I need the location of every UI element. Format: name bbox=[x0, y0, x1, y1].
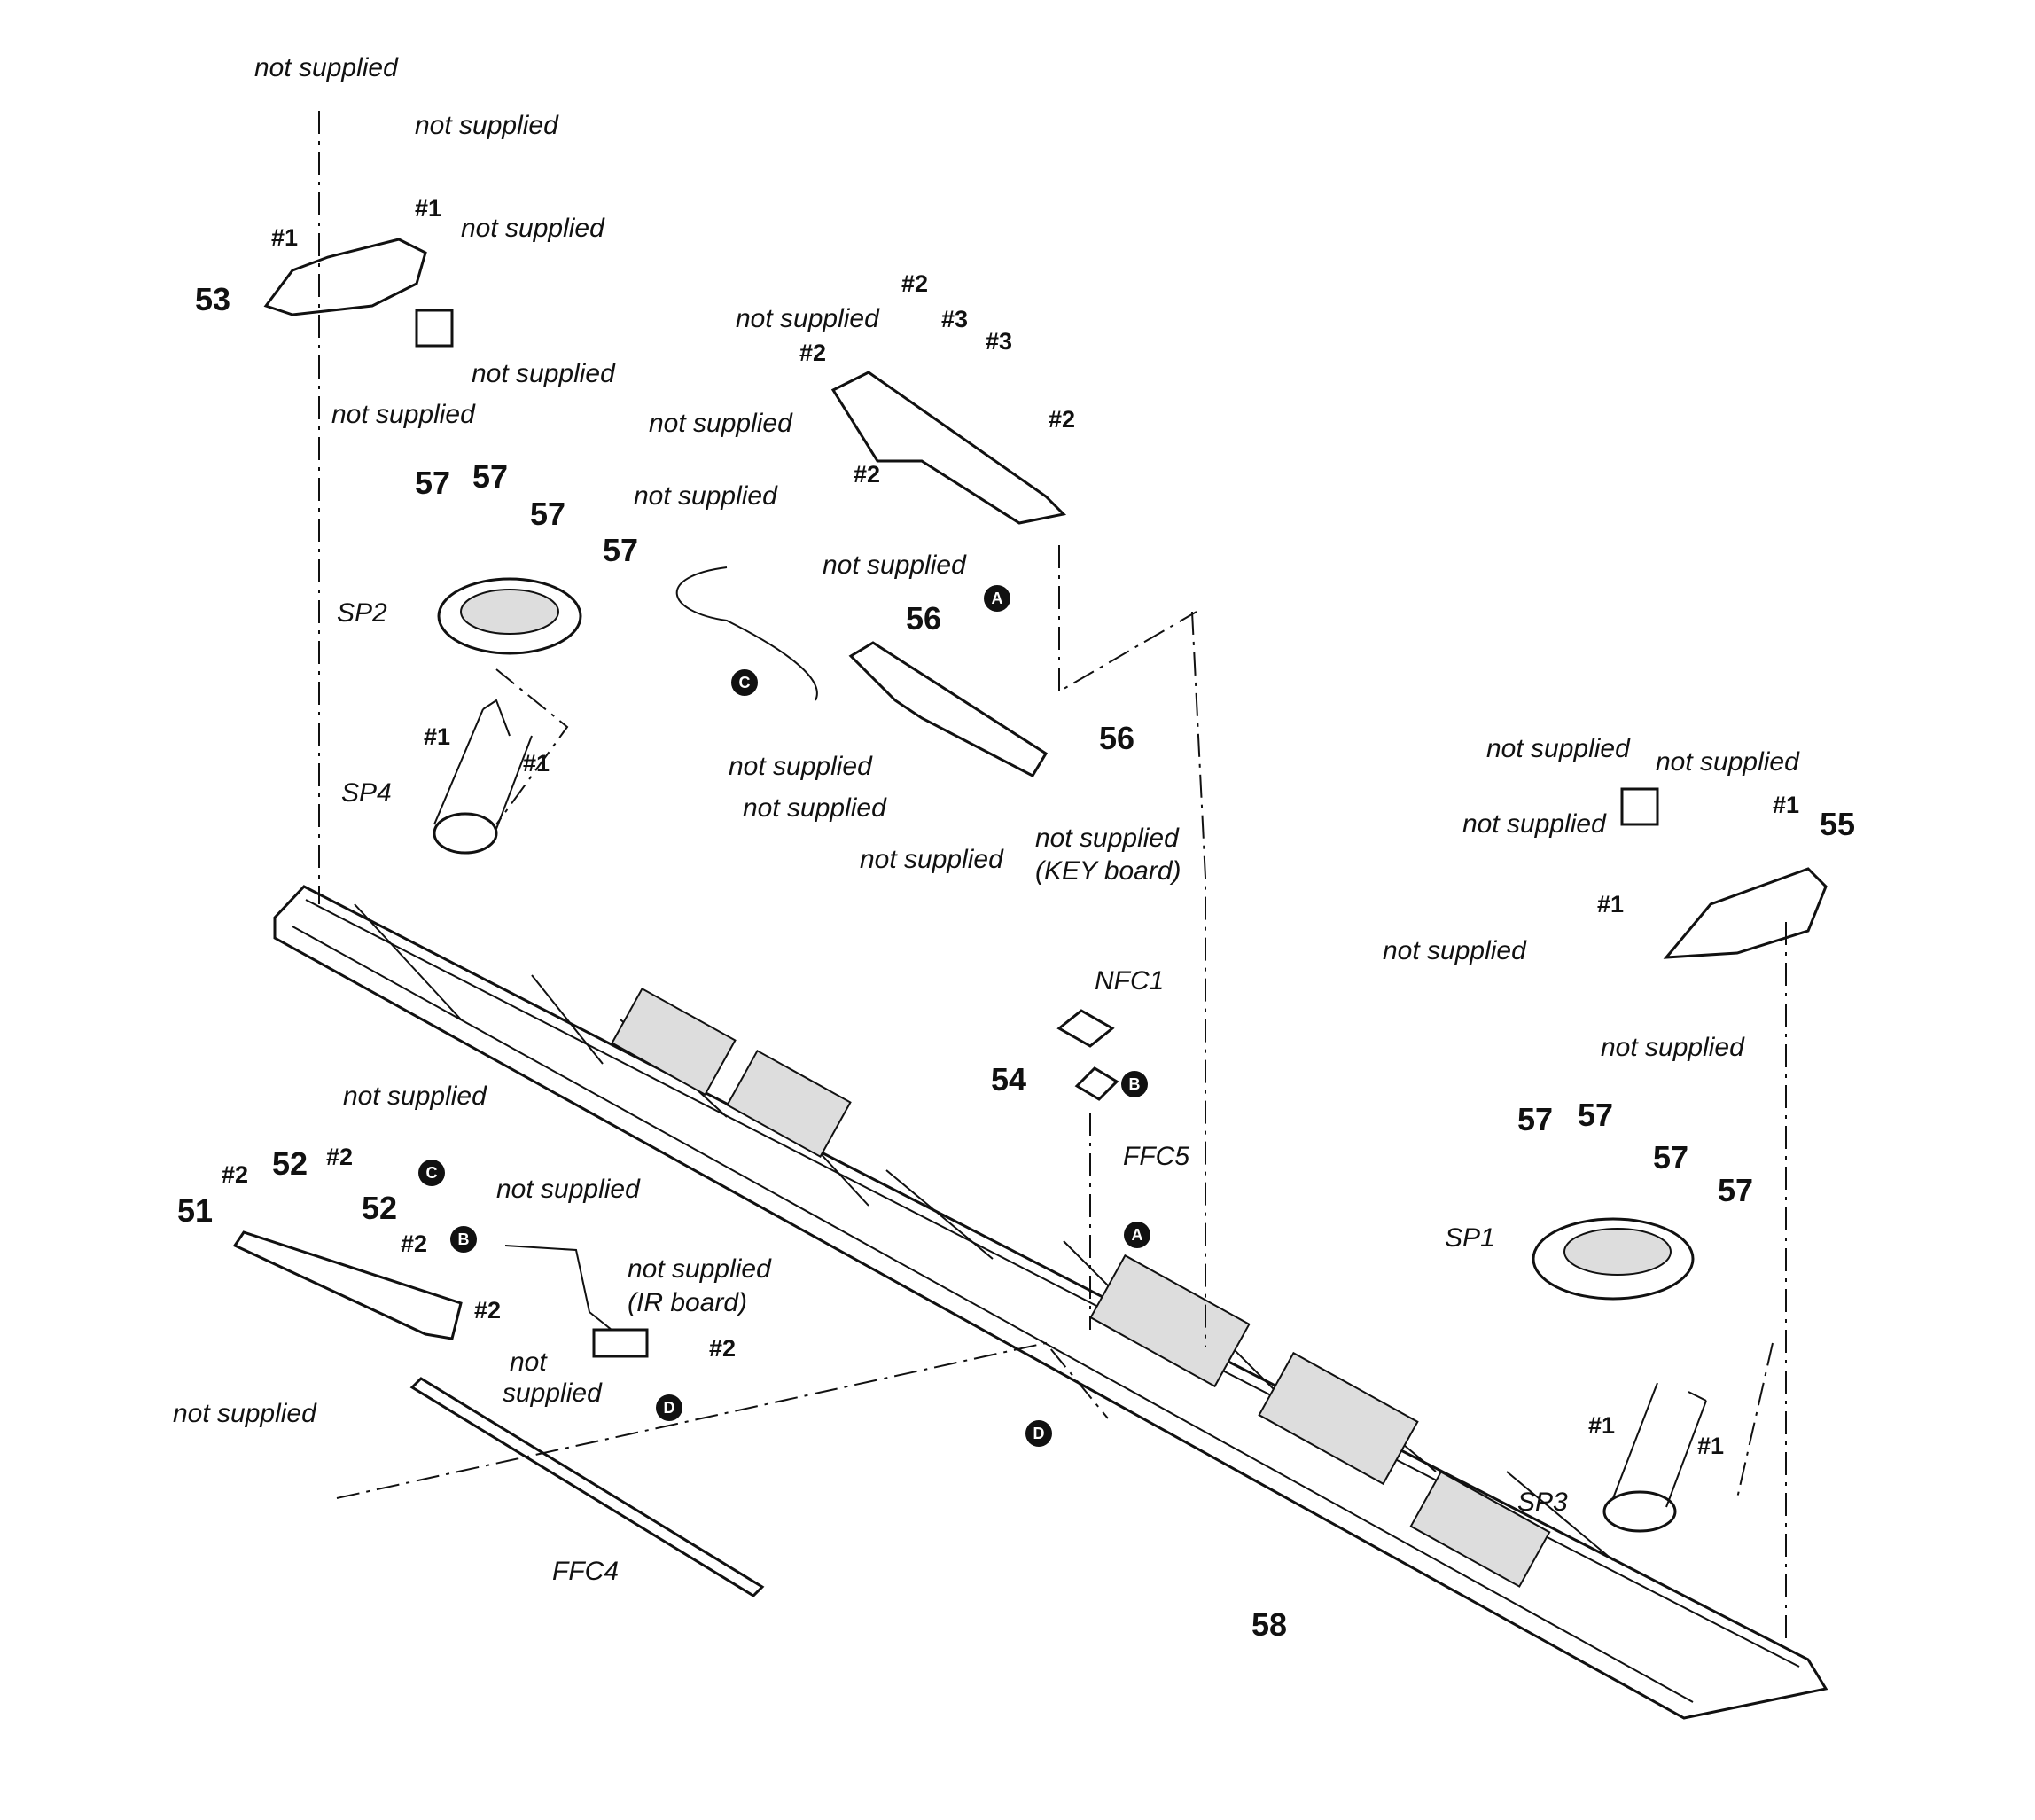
board-51 bbox=[232, 1230, 463, 1340]
screw-label-2: #2 bbox=[709, 1335, 737, 1362]
screw-label-1: #1 bbox=[1773, 792, 1800, 818]
marker-a: A bbox=[1124, 1222, 1150, 1248]
wire-b bbox=[504, 1245, 612, 1331]
screw-label-2: #2 bbox=[854, 461, 881, 488]
screw-label-1: #1 bbox=[1597, 891, 1625, 918]
label-not-supplied: not supplied bbox=[729, 752, 872, 781]
label-not-supplied: not supplied bbox=[823, 551, 966, 580]
screw-label-1: #1 bbox=[523, 750, 550, 777]
part-number-57: 57 bbox=[603, 532, 639, 568]
label-not-supplied: not supplied bbox=[1601, 1033, 1744, 1062]
label-not-supplied-ir: not supplied bbox=[628, 1254, 771, 1284]
label-not-supplied: not supplied bbox=[343, 1082, 487, 1111]
label-not-supplied: not supplied bbox=[1462, 809, 1606, 839]
component-sp1: SP1 bbox=[1445, 1223, 1495, 1253]
marker-a: A bbox=[984, 585, 1010, 612]
top-bracket bbox=[830, 371, 1067, 525]
part-number-57: 57 bbox=[1517, 1101, 1554, 1137]
wire-c bbox=[675, 566, 818, 701]
screw-label-2: #2 bbox=[222, 1161, 249, 1188]
label-not: not bbox=[510, 1347, 547, 1377]
part-number-53: 53 bbox=[195, 281, 231, 317]
part-number-55: 55 bbox=[1820, 806, 1856, 842]
screw-label-2: #2 bbox=[799, 340, 827, 366]
nfc1-sheet bbox=[1056, 1009, 1115, 1048]
part-number-57: 57 bbox=[1718, 1172, 1754, 1208]
component-sp3: SP3 bbox=[1517, 1488, 1568, 1517]
speaker-sp2 bbox=[437, 577, 582, 655]
part-number-57: 57 bbox=[1653, 1139, 1689, 1176]
speaker-sp3 bbox=[1602, 1382, 1707, 1533]
part-number-56: 56 bbox=[906, 600, 942, 637]
part-number-52: 52 bbox=[362, 1190, 398, 1226]
screw-label-3: #3 bbox=[941, 306, 969, 332]
bracket-53 bbox=[263, 238, 427, 316]
label-not-supplied: not supplied bbox=[1656, 747, 1799, 777]
screw-label-2: #2 bbox=[474, 1297, 502, 1324]
label-ir-board: (IR board) bbox=[628, 1288, 748, 1317]
label-not-supplied-key: not supplied bbox=[1035, 824, 1179, 853]
part-number-57: 57 bbox=[530, 496, 566, 532]
part-number-57: 57 bbox=[472, 458, 509, 495]
label-not-supplied: not supplied bbox=[736, 304, 879, 333]
ffc4-cable bbox=[409, 1377, 765, 1597]
ir-board bbox=[592, 1328, 649, 1358]
sheet-54 bbox=[1074, 1066, 1119, 1101]
label-not-supplied: not supplied bbox=[1383, 936, 1526, 965]
component-sp2: SP2 bbox=[337, 598, 387, 628]
marker-b: B bbox=[450, 1226, 477, 1253]
part-number-57: 57 bbox=[1578, 1097, 1614, 1133]
screw-label-2: #2 bbox=[401, 1230, 428, 1257]
label-not-supplied: not supplied bbox=[634, 481, 777, 511]
marker-d: D bbox=[656, 1394, 682, 1421]
label-supplied: supplied bbox=[503, 1379, 602, 1408]
part-number-54: 54 bbox=[991, 1061, 1027, 1097]
label-not-supplied: not supplied bbox=[743, 793, 886, 823]
label-not-supplied: not supplied bbox=[860, 845, 1003, 874]
speaker-sp1 bbox=[1532, 1217, 1695, 1301]
bracket-55 bbox=[1663, 867, 1828, 959]
marker-c: C bbox=[731, 669, 758, 696]
marker-d: D bbox=[1025, 1420, 1052, 1447]
key-board bbox=[848, 641, 1049, 777]
screw-label-1: #1 bbox=[271, 224, 299, 251]
front-cabinet-58 bbox=[273, 885, 1828, 1720]
label-not-supplied: not supplied bbox=[331, 400, 475, 429]
label-not-supplied: not supplied bbox=[415, 111, 558, 140]
screw-label-3: #3 bbox=[986, 328, 1013, 355]
screw-label-1: #1 bbox=[1588, 1412, 1616, 1439]
marker-c: C bbox=[418, 1160, 445, 1186]
marker-b: B bbox=[1121, 1071, 1148, 1097]
label-not-supplied: not supplied bbox=[496, 1175, 640, 1204]
part-number-57: 57 bbox=[415, 465, 451, 501]
label-not-supplied: not supplied bbox=[649, 409, 792, 438]
cushion-upper-right bbox=[1620, 787, 1659, 826]
part-number-56: 56 bbox=[1099, 720, 1135, 756]
screw-label-2: #2 bbox=[901, 270, 929, 297]
label-not-supplied: not supplied bbox=[173, 1399, 316, 1428]
part-number-52: 52 bbox=[272, 1145, 308, 1182]
label-not-supplied: not supplied bbox=[1486, 734, 1630, 763]
screw-label-1: #1 bbox=[1697, 1433, 1725, 1459]
component-ffc5: FFC5 bbox=[1123, 1142, 1189, 1171]
cushion-upper-left bbox=[415, 309, 454, 348]
component-sp4: SP4 bbox=[341, 778, 392, 808]
part-number-58: 58 bbox=[1251, 1606, 1288, 1643]
speaker-sp4 bbox=[433, 699, 533, 855]
screw-label-1: #1 bbox=[424, 723, 451, 750]
part-number-51: 51 bbox=[177, 1192, 214, 1229]
screw-label-2: #2 bbox=[326, 1144, 354, 1170]
screw-label-2: #2 bbox=[1049, 406, 1076, 433]
label-not-supplied: not supplied bbox=[472, 359, 615, 388]
component-ffc4: FFC4 bbox=[552, 1557, 619, 1586]
component-nfc1: NFC1 bbox=[1095, 966, 1165, 996]
label-not-supplied: not supplied bbox=[254, 53, 398, 82]
label-key-board: (KEY board) bbox=[1035, 856, 1181, 886]
label-not-supplied: not supplied bbox=[461, 214, 604, 243]
screw-label-1: #1 bbox=[415, 195, 442, 222]
